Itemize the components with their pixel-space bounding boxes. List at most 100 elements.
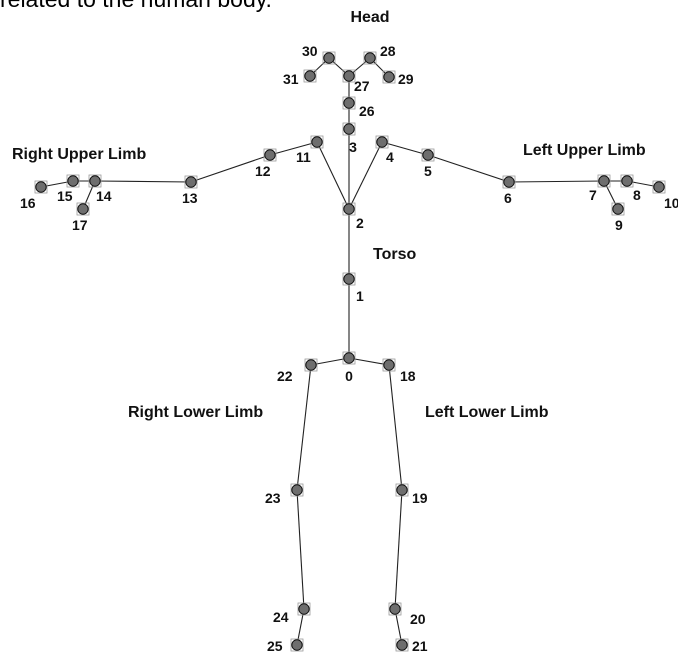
joint-29	[382, 70, 396, 84]
joint-marker-5	[422, 149, 434, 161]
group-label-left-lower-limb: Left Lower Limb	[425, 404, 549, 421]
joint-label-11: 11	[296, 149, 311, 165]
bone-4-5	[381, 141, 429, 156]
joint-box-23	[290, 483, 304, 497]
joint-marker-14	[89, 175, 101, 187]
bone-23-24	[296, 489, 305, 610]
bone-6-7	[508, 180, 605, 183]
joint-box-16	[34, 180, 48, 194]
joint-box-8	[620, 174, 634, 188]
joint-25	[290, 638, 304, 652]
joint-box-28	[363, 51, 377, 65]
joint-15	[66, 174, 80, 188]
joint-marker-24	[298, 603, 310, 615]
joint-label-12: 12	[255, 163, 271, 179]
joint-box-13	[184, 175, 198, 189]
group-label-right-lower-limb: Right Lower Limb	[128, 404, 263, 421]
bone-2-4	[348, 141, 383, 210]
joint-marker-12	[264, 149, 276, 161]
joint-box-24	[297, 602, 311, 616]
joint-label-24: 24	[273, 609, 289, 625]
bone-13-14	[94, 180, 192, 183]
joint-label-4: 4	[386, 149, 394, 165]
joint-marker-6	[503, 176, 515, 188]
joint-box-7	[597, 174, 611, 188]
joint-label-31: 31	[283, 71, 299, 87]
joint-marker-3	[343, 123, 355, 135]
joint-label-30: 30	[302, 43, 318, 59]
joint-marker-19	[396, 484, 408, 496]
joint-marker-7	[598, 175, 610, 187]
joint-8	[620, 174, 634, 188]
bone-5-6	[427, 154, 510, 183]
joint-24	[297, 602, 311, 616]
joint-17	[76, 202, 90, 216]
joint-marker-0	[343, 352, 355, 364]
joint-label-3: 3	[349, 139, 357, 155]
joint-box-15	[66, 174, 80, 188]
joint-3	[342, 122, 356, 136]
joint-marker-10	[653, 181, 665, 193]
joint-marker-26	[343, 97, 355, 109]
joint-label-16: 16	[20, 195, 36, 211]
bone-11-12	[269, 141, 318, 156]
group-label-right-upper-limb: Right Upper Limb	[12, 146, 146, 163]
joint-marker-13	[185, 176, 197, 188]
joint-4	[375, 135, 389, 149]
joint-marker-17	[77, 203, 89, 215]
group-label-left-upper-limb: Left Upper Limb	[523, 142, 646, 159]
joint-0	[342, 351, 356, 365]
joint-7	[597, 174, 611, 188]
joint-marker-8	[621, 175, 633, 187]
bone-0-18	[348, 357, 390, 366]
joint-label-23: 23	[265, 490, 281, 506]
joint-box-11	[310, 135, 324, 149]
joint-label-5: 5	[424, 163, 432, 179]
joint-marker-18	[383, 359, 395, 371]
joint-box-20	[388, 602, 402, 616]
joint-16	[34, 180, 48, 194]
joint-marker-25	[291, 639, 303, 651]
bone-18-19	[388, 364, 403, 491]
joint-marker-2	[343, 203, 355, 215]
joint-label-19: 19	[412, 490, 428, 506]
joint-box-27	[342, 69, 356, 83]
joint-marker-21	[396, 639, 408, 651]
joint-box-5	[421, 148, 435, 162]
joint-label-20: 20	[410, 611, 426, 627]
group-label-torso: Torso	[373, 246, 416, 263]
joint-5	[421, 148, 435, 162]
joint-label-17: 17	[72, 217, 88, 233]
bone-22-23	[296, 364, 312, 491]
joint-marker-1	[343, 273, 355, 285]
joint-13	[184, 175, 198, 189]
joint-marker-23	[291, 484, 303, 496]
joint-27	[342, 69, 356, 83]
joint-label-2: 2	[356, 215, 364, 231]
bone-2-11	[316, 141, 350, 210]
caption-text: related to the human body.	[0, 0, 272, 13]
joint-23	[290, 483, 304, 497]
joint-label-0: 0	[345, 368, 353, 384]
joint-10	[652, 180, 666, 194]
joint-marker-4	[376, 136, 388, 148]
joint-marker-15	[67, 175, 79, 187]
joint-2	[342, 202, 356, 216]
bone-19-20	[394, 489, 403, 610]
joint-label-22: 22	[277, 368, 293, 384]
joint-marker-11	[311, 136, 323, 148]
joint-label-7: 7	[589, 187, 597, 203]
joint-20	[388, 602, 402, 616]
joint-box-9	[611, 202, 625, 216]
bone-12-13	[190, 154, 271, 183]
joint-6	[502, 175, 516, 189]
joint-box-12	[263, 148, 277, 162]
joint-marker-27	[343, 70, 355, 82]
joint-box-3	[342, 122, 356, 136]
joint-box-10	[652, 180, 666, 194]
joint-label-26: 26	[359, 103, 375, 119]
joint-22	[304, 358, 318, 372]
joint-box-19	[395, 483, 409, 497]
